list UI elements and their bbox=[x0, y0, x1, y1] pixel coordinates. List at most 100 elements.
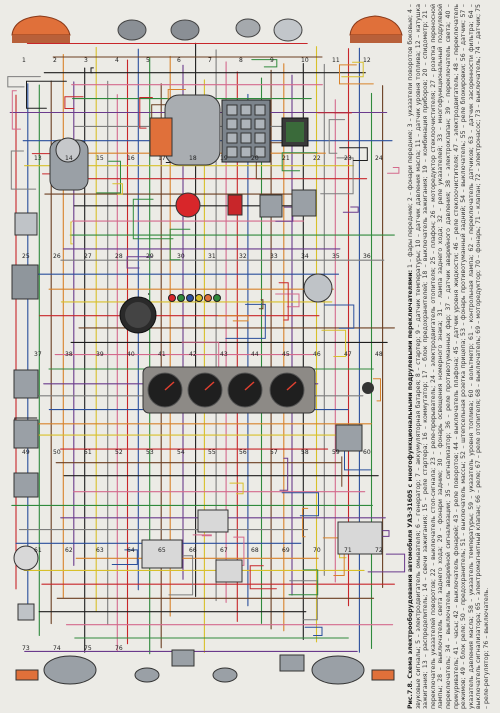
component-number: 45 bbox=[282, 351, 290, 358]
fuse bbox=[254, 146, 266, 158]
gauge-needle bbox=[286, 381, 297, 391]
component-number: 17 bbox=[158, 155, 166, 162]
fuse bbox=[240, 132, 252, 144]
component-number: 6 bbox=[177, 57, 181, 64]
component-number: 76 bbox=[115, 645, 123, 652]
wire bbox=[229, 482, 244, 495]
component-number: 60 bbox=[363, 449, 371, 456]
right-connector bbox=[335, 424, 363, 452]
component-number: 52 bbox=[115, 449, 123, 456]
rear-turn-left bbox=[15, 669, 39, 681]
voltage-regulator bbox=[291, 189, 317, 217]
component-number: 1 bbox=[22, 57, 26, 64]
wire bbox=[328, 119, 346, 154]
component-number: 41 bbox=[158, 351, 166, 358]
component-number: 15 bbox=[96, 155, 104, 162]
wire bbox=[7, 76, 41, 88]
component-number: 65 bbox=[158, 547, 166, 554]
lower-relay-1 bbox=[197, 509, 229, 533]
component-number: 26 bbox=[53, 253, 61, 260]
component-number: 66 bbox=[189, 547, 197, 554]
rear-turn-right bbox=[371, 669, 395, 681]
rear-left-lamp bbox=[43, 655, 97, 685]
fuse bbox=[240, 146, 252, 158]
wire bbox=[132, 198, 174, 240]
component-number: 24 bbox=[375, 155, 383, 162]
fuse bbox=[254, 104, 266, 116]
wire bbox=[112, 183, 123, 195]
component-number: 67 bbox=[220, 547, 228, 554]
wire bbox=[278, 282, 289, 321]
right-relay bbox=[303, 273, 333, 303]
fuse bbox=[240, 118, 252, 130]
left-switch-3 bbox=[13, 419, 39, 449]
wire bbox=[225, 303, 266, 339]
component-number: 54 bbox=[177, 449, 185, 456]
wire bbox=[302, 507, 309, 538]
indicator-lamp bbox=[204, 294, 212, 302]
component-number: 63 bbox=[96, 547, 104, 554]
indicator-lamp bbox=[213, 294, 221, 302]
component-number: 39 bbox=[96, 351, 104, 358]
wire bbox=[111, 549, 138, 565]
component-number: 32 bbox=[239, 253, 247, 260]
wire bbox=[339, 64, 374, 85]
relay-block-inner bbox=[286, 122, 304, 142]
component-number: 70 bbox=[313, 547, 321, 554]
caption-text: Рис.7.8. Схема электрооборудования автом… bbox=[405, 0, 500, 713]
component-number: 30 bbox=[177, 253, 185, 260]
indicator-lamps bbox=[168, 294, 221, 302]
wire bbox=[126, 256, 152, 269]
right-indicator bbox=[362, 382, 374, 394]
component-number: 50 bbox=[53, 449, 61, 456]
wire bbox=[192, 534, 212, 537]
component-number: 53 bbox=[146, 449, 154, 456]
component-number: 12 bbox=[363, 57, 371, 64]
component-number: 48 bbox=[375, 351, 383, 358]
component-number: 59 bbox=[332, 449, 340, 456]
distributor bbox=[227, 194, 243, 216]
fuse-grid bbox=[226, 104, 266, 158]
component-number: 71 bbox=[344, 547, 352, 554]
component-number: 62 bbox=[65, 547, 73, 554]
gauge-needle bbox=[204, 381, 215, 391]
fuse bbox=[226, 104, 238, 116]
component-number: 33 bbox=[270, 253, 278, 260]
components bbox=[11, 15, 403, 685]
component-number: 13 bbox=[34, 155, 42, 162]
wire bbox=[279, 457, 289, 491]
component-number: 74 bbox=[53, 645, 61, 652]
caption-panel: Рис.7.8. Схема электрооборудования автом… bbox=[405, 0, 500, 713]
component-number: 55 bbox=[208, 449, 216, 456]
component-number: 46 bbox=[313, 351, 321, 358]
component-number: 38 bbox=[65, 351, 73, 358]
wire bbox=[64, 96, 84, 109]
component-number: 27 bbox=[84, 253, 92, 260]
left-switch-2 bbox=[13, 369, 39, 399]
gauge-needle bbox=[164, 381, 175, 391]
wire bbox=[168, 555, 194, 596]
rear-connector bbox=[171, 649, 195, 667]
component-number: 2 bbox=[53, 57, 57, 64]
wire bbox=[322, 537, 345, 576]
component-number: 49 bbox=[22, 449, 30, 456]
indicator-lamp bbox=[177, 294, 185, 302]
wire bbox=[96, 160, 121, 194]
caption-body: 1 – фары передние; 2 – фонари передние; … bbox=[407, 4, 490, 709]
wire bbox=[258, 299, 264, 310]
component-number: 9 bbox=[270, 57, 274, 64]
component-number: 18 bbox=[189, 155, 197, 162]
fuse bbox=[226, 132, 238, 144]
top-sensor bbox=[235, 18, 261, 38]
component-number: 29 bbox=[146, 253, 154, 260]
indicator-lamp bbox=[186, 294, 194, 302]
component-number: 56 bbox=[239, 449, 247, 456]
component-number: 36 bbox=[363, 253, 371, 260]
component-number: 14 bbox=[65, 155, 73, 162]
generator-pulley bbox=[55, 137, 81, 163]
component-number: 40 bbox=[127, 351, 135, 358]
wire bbox=[341, 61, 364, 78]
wire bbox=[321, 329, 347, 357]
indicator-lamp bbox=[195, 294, 203, 302]
